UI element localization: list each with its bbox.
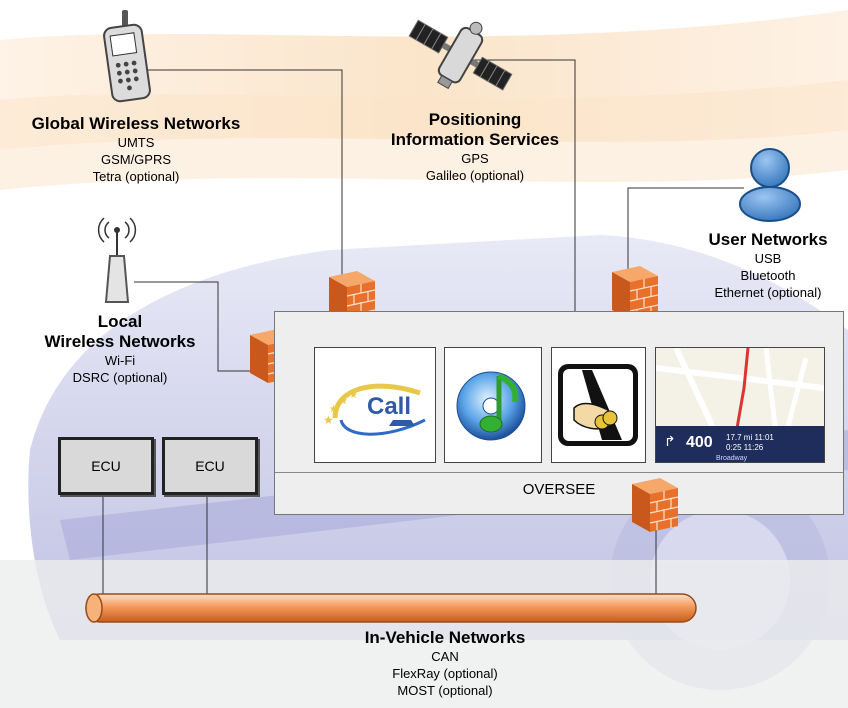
ecu-box: ECU	[162, 437, 258, 495]
global-wireless-networks: Global Wireless Networks UMTS GSM/GPRS T…	[0, 114, 272, 185]
mobile-phone-icon	[103, 10, 151, 103]
satellite-icon	[408, 19, 513, 91]
nav-street: Broadway	[716, 455, 748, 462]
global-wireless-title: Global Wireless Networks	[31, 114, 241, 133]
local-wireless-item: DSRC (optional)	[72, 370, 168, 385]
firewall-icon	[612, 266, 658, 320]
music-disc-icon	[456, 371, 526, 441]
ecu-label: ECU	[195, 458, 225, 474]
wireless-access-point-icon	[97, 217, 137, 303]
user-networks-item: USB	[754, 251, 782, 266]
svg-text:★: ★	[349, 390, 358, 401]
local-wireless-title-line2: Wireless Networks	[44, 332, 196, 351]
navigation-app-tile: ↱ 400 17.7 mi 11:01 0:25 11:26 Broadway	[655, 347, 825, 463]
global-wireless-item: GSM/GPRS	[100, 152, 172, 167]
local-wireless-networks: Local Wireless Networks Wi-Fi DSRC (opti…	[20, 312, 220, 386]
global-wireless-item: UMTS	[117, 135, 155, 150]
ecall-logo-icon: ★ ★ ★ ★ Call	[323, 383, 426, 436]
in-vehicle-item: FlexRay (optional)	[392, 666, 498, 681]
svg-text:↱: ↱	[664, 434, 676, 450]
in-vehicle-item: CAN	[431, 649, 459, 664]
nav-time1: 17.7 mi 11:01	[726, 433, 774, 442]
firewall-icon	[632, 478, 678, 532]
positioning-information-services: Positioning Information Services GPS Gal…	[355, 110, 595, 184]
ecu-label: ECU	[91, 458, 121, 474]
ecall-text: Call	[367, 393, 411, 420]
road-hand-icon	[558, 364, 638, 446]
ecall-app-tile: ★ ★ ★ ★ Call	[314, 347, 436, 463]
positioning-title-line2: Information Services	[390, 130, 560, 149]
driver-assistance-app-tile	[551, 347, 646, 463]
svg-text:★: ★	[323, 413, 334, 427]
local-wireless-item: Wi-Fi	[104, 353, 136, 368]
nav-distance: 400	[686, 434, 713, 451]
in-vehicle-item: MOST (optional)	[397, 683, 493, 698]
positioning-item: Galileo (optional)	[425, 168, 525, 183]
local-wireless-title-line1: Local	[97, 312, 143, 331]
positioning-item: GPS	[461, 151, 489, 166]
oversee-label: OVERSEE	[522, 481, 596, 498]
user-networks: User Networks USB Bluetooth Ethernet (op…	[688, 230, 848, 301]
nav-time2: 0:25 11:26	[726, 443, 764, 452]
positioning-title-line1: Positioning	[428, 110, 522, 129]
user-networks-title: User Networks	[708, 230, 828, 249]
in-vehicle-title: In-Vehicle Networks	[364, 628, 526, 647]
navigation-map-icon: ↱ 400 17.7 mi 11:01 0:25 11:26 Broadway	[656, 348, 824, 462]
svg-text:★: ★	[329, 404, 338, 415]
oversee-divider	[275, 472, 843, 473]
media-player-app-tile	[444, 347, 542, 463]
global-wireless-item: Tetra (optional)	[92, 169, 180, 184]
user-networks-item: Ethernet (optional)	[714, 285, 822, 300]
user-icon	[739, 148, 801, 222]
ecu-box: ECU	[58, 437, 154, 495]
in-vehicle-bus	[85, 593, 697, 623]
svg-text:★: ★	[339, 396, 348, 407]
in-vehicle-networks: In-Vehicle Networks CAN FlexRay (optiona…	[300, 628, 590, 699]
user-networks-item: Bluetooth	[740, 268, 796, 283]
